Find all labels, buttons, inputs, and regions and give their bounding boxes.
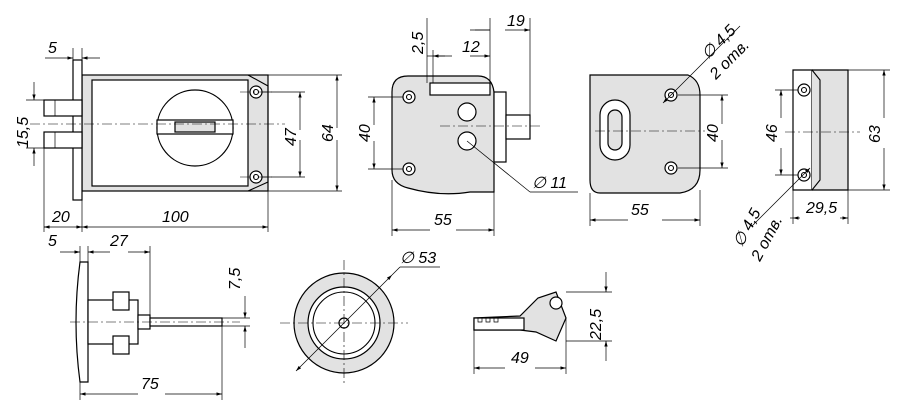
key-blade <box>473 317 525 331</box>
key-view: 22,5 49 <box>473 272 612 374</box>
dim-46: 46 <box>764 124 781 142</box>
dim-27: 27 <box>109 233 129 250</box>
dim-12: 12 <box>462 39 480 56</box>
dim-63: 63 <box>867 125 884 143</box>
cylinder-flange <box>75 261 89 383</box>
dim-5: 5 <box>48 40 57 57</box>
dim-d53: ∅ 53 <box>400 250 436 267</box>
screw-icon <box>402 90 416 104</box>
cam-hole-upper <box>457 102 477 122</box>
spindle <box>505 114 531 140</box>
dim-40-back: 40 <box>705 124 722 142</box>
dim-55: 55 <box>434 212 452 229</box>
screw-icon <box>797 83 811 97</box>
dim-22-5: 22,5 <box>588 309 605 341</box>
dim-29-5: 29,5 <box>805 200 837 217</box>
dim-40: 40 <box>357 124 374 142</box>
dim-7-5: 7,5 <box>227 268 244 290</box>
dim-15-5: 15,5 <box>15 117 32 148</box>
screw-icon <box>797 168 811 182</box>
back-view: ∅ 4,5 2 отв. 40 55 <box>589 22 753 226</box>
bolt-lower <box>43 131 83 149</box>
dim-100: 100 <box>162 209 189 226</box>
dim-49: 49 <box>511 350 529 367</box>
dim-55-back: 55 <box>631 202 649 219</box>
key-ring-hole <box>549 296 563 310</box>
screw-icon <box>664 161 678 175</box>
screw-icon <box>402 162 416 176</box>
end-view: 46 63 29,5 ∅ 4,5 2 отв. <box>731 69 890 265</box>
cylinder-view: 5 27 7,5 75 <box>48 233 250 400</box>
dim-64: 64 <box>320 124 337 142</box>
dim-5-cyl: 5 <box>48 233 57 250</box>
dim-d11: ∅ 11 <box>532 175 567 192</box>
rosette-view: ∅ 53 <box>280 250 440 386</box>
bolt-upper <box>43 99 83 117</box>
front-view: 5 15,5 20 100 47 64 <box>15 40 342 232</box>
dim-47: 47 <box>283 127 300 146</box>
dim-20: 20 <box>51 209 70 226</box>
dim-2-5: 2,5 <box>410 32 427 55</box>
mounting-plate <box>72 59 83 201</box>
dim-75: 75 <box>141 376 159 393</box>
dim-19: 19 <box>507 13 525 30</box>
side-view: 2,5 12 19 40 55 ∅ 11 <box>357 13 578 236</box>
